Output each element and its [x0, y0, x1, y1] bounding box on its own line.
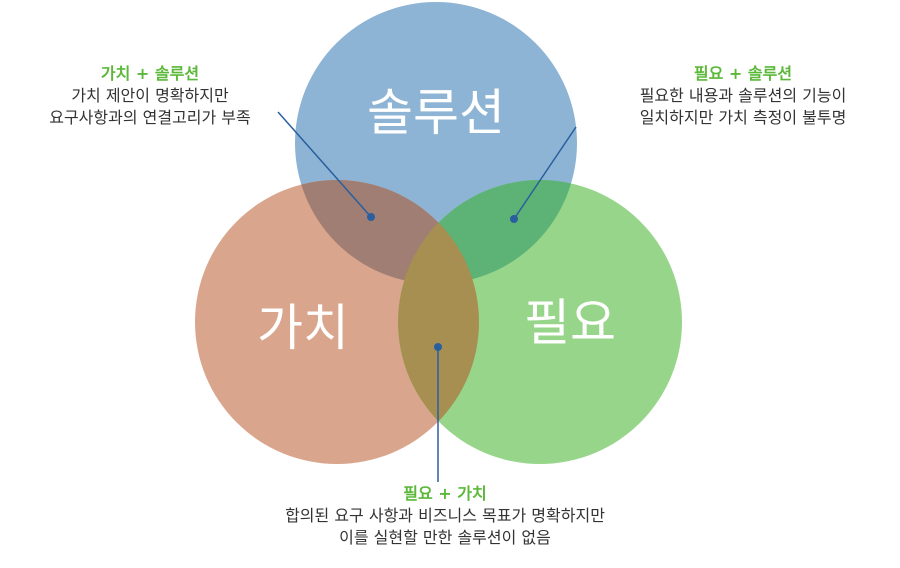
leader-line-value-solution: [277, 111, 372, 218]
leader-dot-need-solution: [510, 215, 518, 223]
annotation-text: 가치 제안이 명확하지만: [71, 86, 229, 105]
annotation-title: 필요 + 솔루션: [693, 64, 793, 83]
annotation-text: 일치하지만 가치 측정이 불투명: [639, 108, 847, 127]
annotation-need-solution: 필요 + 솔루션 필요한 내용과 솔루션의 기능이 일치하지만 가치 측정이 불…: [598, 63, 888, 129]
solution-label: 솔루션: [367, 84, 505, 142]
value-solution-overlap: [295, 180, 479, 284]
leader-dot-value-solution: [367, 213, 375, 221]
annotation-value-solution: 가치 + 솔루션 가치 제안이 명확하지만 요구사항과의 연결고리가 부족: [10, 63, 290, 129]
need-solution-overlap: [398, 180, 577, 284]
annotation-title: 필요 + 가치: [403, 484, 487, 503]
leader-dot-need-value: [434, 343, 442, 351]
annotation-text: 이를 실현할 만한 솔루션이 없음: [339, 528, 551, 547]
leader-lines: [277, 111, 577, 482]
leader-line-need-solution: [513, 126, 577, 220]
annotation-text: 합의된 요구 사항과 비즈니스 목표가 명확하지만: [285, 506, 605, 525]
annotation-need-value: 필요 + 가치 합의된 요구 사항과 비즈니스 목표가 명확하지만 이를 실현할…: [210, 483, 680, 549]
annotation-text: 필요한 내용과 솔루션의 기능이: [639, 86, 847, 105]
value-label: 가치: [257, 299, 349, 357]
need-label: 필요: [524, 294, 616, 352]
annotation-text: 요구사항과의 연결고리가 부족: [49, 108, 251, 127]
annotation-title: 가치 + 솔루션: [100, 64, 200, 83]
